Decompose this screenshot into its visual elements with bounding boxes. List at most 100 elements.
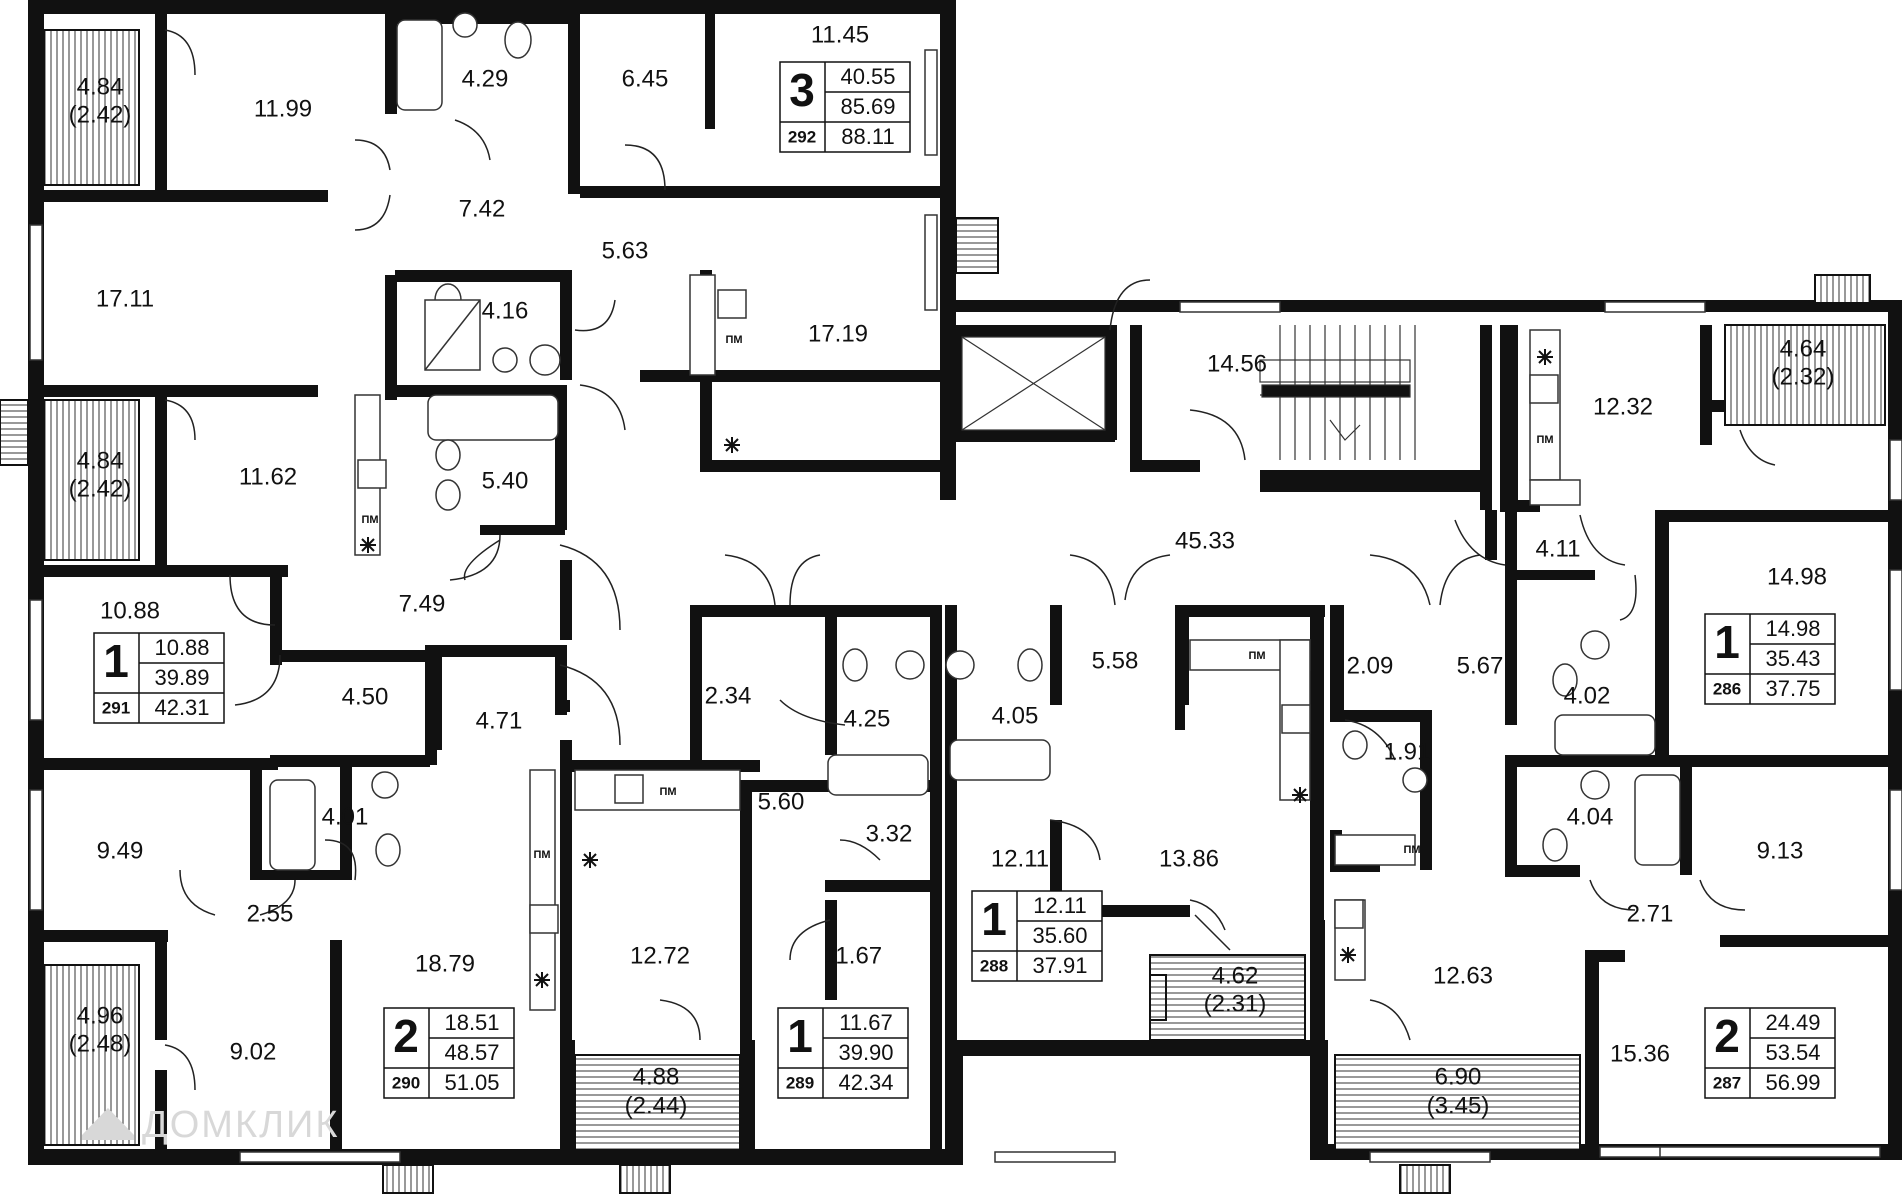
room-area: 12.72: [630, 942, 690, 969]
sink-icon: [1580, 630, 1610, 660]
apartment-badge-292: 3 292 40.55 85.69 88.11: [779, 61, 911, 153]
door-swing-icon: [789, 554, 821, 606]
total-area: 53.54: [1765, 1040, 1820, 1065]
stove-icon: [1529, 374, 1559, 404]
room-area: 4.96: [77, 1002, 124, 1029]
door-swing-icon: [1619, 574, 1637, 621]
door-swing-icon: [354, 139, 391, 171]
room-area: 5.40: [482, 467, 529, 494]
dishwasher-icon: ПМ: [725, 334, 742, 346]
living-area: 24.49: [1765, 1010, 1820, 1035]
room-area-balcony-half: (2.42): [69, 475, 132, 502]
vents: [360, 349, 1553, 988]
room-area: 5.60: [758, 788, 805, 815]
balconies: [43, 29, 1886, 1151]
room-area: 11.99: [254, 95, 312, 122]
door-swing-icon: [1589, 879, 1636, 911]
window-icon: [924, 49, 938, 156]
window-icon: [924, 214, 938, 311]
dishwasher-labels: ПМ ПМ ПМ ПМ ПМ ПМ ПМ: [361, 334, 1553, 861]
fixtures: [269, 12, 1681, 1011]
room-area: 9.13: [1757, 837, 1804, 864]
room-count: 2: [1714, 1010, 1740, 1062]
vent-icon: [724, 437, 740, 453]
room-area: 9.02: [230, 1038, 277, 1065]
room-area: 4.88: [633, 1063, 680, 1090]
total-area: 85.69: [840, 94, 895, 119]
room-area: 4.62: [1212, 962, 1259, 989]
living-area: 10.88: [154, 635, 209, 660]
dishwasher-icon: ПМ: [1403, 844, 1420, 856]
door-swing-icon: [1369, 999, 1411, 1041]
room-area: 10.88: [100, 597, 160, 624]
room-area-balcony-half: (2.42): [69, 101, 132, 128]
room-area: 4.16: [482, 297, 529, 324]
living-area: 14.98: [1765, 616, 1820, 641]
stairs-icon: [961, 325, 1416, 460]
room-area: 11.45: [811, 21, 869, 48]
door-swing-icon: [1049, 819, 1101, 861]
room-area: 3.32: [866, 820, 913, 847]
apartment-number: 288: [980, 956, 1008, 975]
total-area-with-balcony: 56.99: [1765, 1070, 1820, 1095]
ac-units: [0, 217, 1871, 1194]
total-area: 39.90: [838, 1040, 893, 1065]
apartment-number: 292: [788, 127, 816, 146]
ac-unit-icon: [0, 399, 29, 466]
sink-icon: [945, 650, 975, 680]
dishwasher-icon: ПМ: [1248, 650, 1265, 662]
room-area-balcony-half: (2.31): [1204, 990, 1267, 1017]
room-count: 2: [393, 1010, 419, 1062]
apartment-badge-289: 1 289 11.67 39.90 42.34: [777, 1007, 909, 1099]
bathtub-icon: [827, 754, 929, 796]
ac-unit-icon: [955, 217, 999, 274]
room-area: 12.63: [1433, 962, 1493, 989]
ac-unit-icon: [619, 1164, 671, 1194]
bathtub-icon: [396, 19, 443, 111]
room-area: 45.33: [1175, 527, 1235, 554]
room-area: 4.50: [342, 683, 389, 710]
room-count: 1: [981, 893, 1007, 945]
door-swing-icon: [463, 539, 501, 581]
walls: [28, 0, 1902, 1165]
room-area: 4.71: [476, 707, 523, 734]
stove-icon: [1334, 899, 1364, 929]
living-area: 12.11: [1033, 893, 1086, 918]
total-area-with-balcony: 37.75: [1765, 676, 1820, 701]
vent-icon: [1292, 787, 1308, 803]
toilet-icon: [1017, 648, 1043, 682]
door-swing-icon: [1194, 914, 1231, 951]
door-swing-icon: [579, 384, 626, 431]
door-swing-icon: [789, 919, 831, 961]
stove-icon: [614, 774, 644, 804]
door-swing-icon: [559, 544, 621, 631]
room-area: 1.91: [1384, 738, 1431, 765]
total-area-with-balcony: 42.34: [838, 1070, 893, 1095]
room-area: 2.34: [705, 682, 752, 709]
window-icon: [994, 1151, 1116, 1163]
total-area-with-balcony: 42.31: [154, 695, 209, 720]
dishwasher-icon: ПМ: [659, 786, 676, 798]
door-swings: [164, 29, 1776, 1091]
apartment-number: 291: [102, 698, 130, 717]
total-area-with-balcony: 51.05: [444, 1070, 499, 1095]
room-area: 2.09: [1347, 652, 1394, 679]
door-swing-icon: [1579, 514, 1626, 566]
window-icon: [29, 599, 43, 721]
sink-icon: [529, 344, 561, 376]
door-swing-icon: [659, 999, 701, 1041]
room-area-balcony-half: (2.48): [69, 1030, 132, 1057]
living-area: 18.51: [444, 1010, 499, 1035]
toilet-icon: [375, 833, 401, 867]
door-swing-icon: [779, 699, 846, 726]
room-area: 11.62: [239, 463, 297, 490]
vent-icon: [1537, 349, 1553, 365]
door-swing-icon: [1189, 899, 1226, 931]
kitchen-counter: [689, 274, 716, 376]
room-area-balcony-half: (2.32): [1772, 363, 1835, 390]
domclick-logo-icon: [82, 1108, 134, 1140]
watermark-text: ДОМКЛИК: [142, 1104, 339, 1146]
door-swing-icon: [1739, 429, 1776, 466]
apartment-number: 286: [1713, 679, 1741, 698]
sink-icon: [1402, 767, 1428, 793]
